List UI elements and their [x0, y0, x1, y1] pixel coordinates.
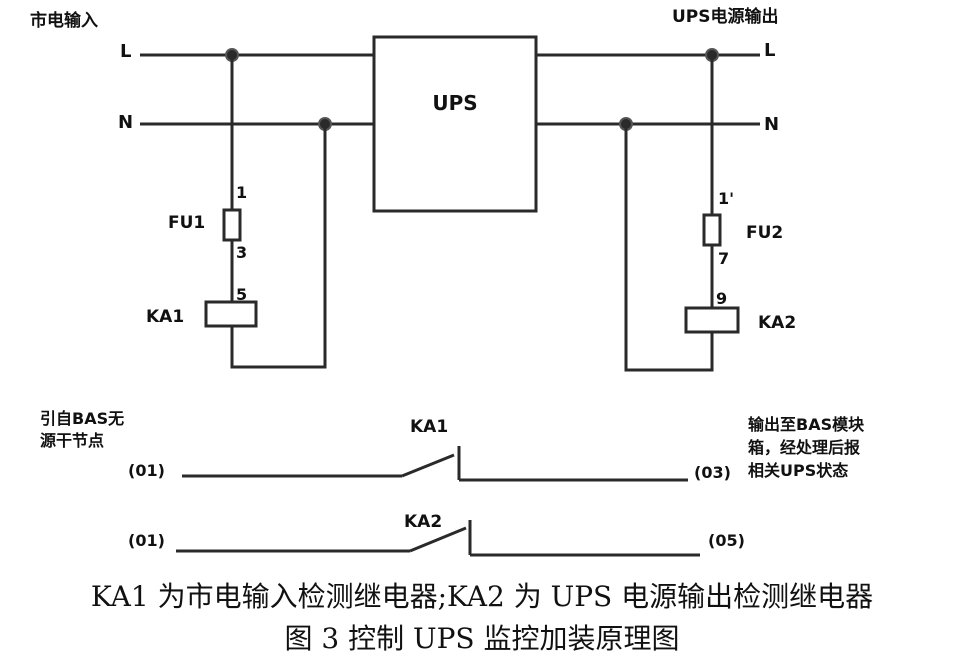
fu1-terminal-bottom: 3: [236, 243, 247, 262]
ups-output-label: UPS电源输出: [672, 6, 779, 27]
ka1-contact-label: KA1: [410, 417, 448, 437]
right-l-label: L: [764, 40, 775, 61]
bas-source-line1: 引自BAS无: [40, 409, 124, 428]
ups-box: [372, 35, 538, 213]
ups-box-label: UPS: [432, 91, 477, 115]
bas-output-line2: 箱，经处理后报: [748, 438, 860, 457]
caption-line2: 图 3 控制 UPS 监控加装原理图: [284, 622, 679, 655]
ka2-coil-label: KA2: [758, 313, 796, 333]
fu1-fuse: [222, 208, 242, 242]
right-n-label: N: [764, 114, 779, 135]
left-n-label: N: [118, 112, 133, 133]
mains-input-label: 市电输入: [30, 10, 98, 31]
left-l-label: L: [120, 41, 131, 62]
bas-source-line2: 源干节点: [40, 431, 104, 450]
fu2-terminal-top: 1': [718, 189, 734, 208]
ka2-terminal-01: (01): [128, 531, 165, 550]
bas-output-line1: 输出至BAS模块: [748, 415, 865, 434]
ka1-contact-blade: [401, 453, 455, 478]
ka2-contact-blade: [409, 526, 467, 553]
fu1-terminal-top: 1: [236, 183, 247, 202]
ka2-contact-label: KA2: [404, 512, 442, 532]
ka1-return-wire: [230, 124, 327, 369]
ka2-return-wire: [624, 124, 714, 372]
ka1-terminal-top: 5: [236, 285, 247, 304]
fu2-fuse: [702, 213, 722, 247]
fu2-label: FU2: [746, 223, 783, 243]
ka2-terminal-05: (05): [708, 531, 745, 550]
ka1-coil-label: KA1: [146, 307, 184, 327]
ka1-coil: [204, 300, 258, 328]
caption-line1: KA1 为市电输入检测继电器;KA2 为 UPS 电源输出检测继电器: [91, 580, 873, 613]
fu2-terminal-bottom: 7: [718, 249, 729, 268]
ka1-terminal-01: (01): [128, 461, 165, 480]
fu1-label: FU1: [168, 213, 205, 233]
ka2-terminal-top: 9: [716, 289, 727, 308]
bas-output-line3: 相关UPS状态: [748, 461, 848, 480]
ka2-coil: [684, 306, 740, 334]
ka1-terminal-03: (03): [694, 463, 731, 482]
